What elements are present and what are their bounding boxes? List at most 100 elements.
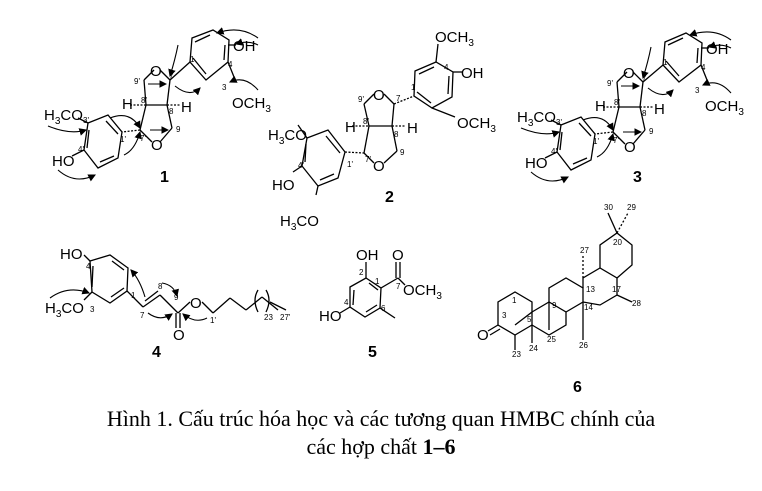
svg-text:4: 4 <box>701 63 706 72</box>
svg-text:1: 1 <box>411 83 416 92</box>
svg-text:8': 8' <box>141 96 147 105</box>
compound-3-h3co: H3CO <box>517 109 556 129</box>
compound-5-label: 5 <box>368 344 377 361</box>
compound-1-ring-oxygen-top: O <box>150 63 162 80</box>
svg-text:9': 9' <box>607 79 613 88</box>
svg-text:30: 30 <box>604 203 613 212</box>
compound-4-structure: HO H3CO O O 4 3 1 7 8 9 1' 23 27' 4 <box>45 246 291 361</box>
svg-text:1: 1 <box>131 291 136 300</box>
compound-5-oh: OH <box>356 247 379 264</box>
compound-3-och3: OCH3 <box>705 98 744 118</box>
svg-text:3: 3 <box>502 311 507 320</box>
svg-text:25: 25 <box>547 335 556 344</box>
compound-2-och3-top: OCH3 <box>435 29 474 49</box>
svg-text:5: 5 <box>527 315 532 324</box>
compound-4-label: 4 <box>152 344 161 361</box>
compound-1-oh: OH <box>233 38 256 55</box>
compound-6-structure: O 30 29 20 27 13 17 28 9 14 1 3 5 25 26 … <box>477 203 641 396</box>
svg-text:8: 8 <box>169 107 174 116</box>
svg-text:9: 9 <box>400 148 405 157</box>
svg-text:7: 7 <box>396 94 401 103</box>
svg-text:7: 7 <box>169 72 174 81</box>
compound-6-label: 6 <box>573 379 582 396</box>
svg-text:4': 4' <box>551 147 557 156</box>
compound-3-ring-oxygen-bottom: O <box>624 139 636 156</box>
svg-text:27: 27 <box>580 246 589 255</box>
svg-text:7': 7' <box>140 134 146 143</box>
compound-1-label: 1 <box>160 169 169 186</box>
svg-text:3': 3' <box>556 118 562 127</box>
caption-line-1: Hình 1. Cấu trúc hóa học và các tương qu… <box>106 406 656 431</box>
svg-text:13: 13 <box>586 285 595 294</box>
compound-1-och3: OCH3 <box>232 95 271 115</box>
svg-text:4': 4' <box>78 145 84 154</box>
compound-3-structure: O O H H OH OCH3 H3CO HO 3' 4' 1' 7' 8' 9… <box>517 29 744 186</box>
svg-text:6: 6 <box>381 304 386 313</box>
svg-text:26: 26 <box>579 341 588 350</box>
svg-text:4: 4 <box>344 298 349 307</box>
compound-4-ho: HO <box>60 246 83 263</box>
figure-caption: Hình 1. Cấu trúc hóa học và các tương qu… <box>0 405 762 461</box>
compound-3-ring-oxygen-top: O <box>623 65 635 82</box>
compound-2-ho: HO <box>272 177 295 194</box>
svg-text:1': 1' <box>210 316 216 325</box>
compound-4-carbonyl-oxygen: O <box>173 327 185 344</box>
svg-text:1: 1 <box>190 55 195 64</box>
compound-5-carbonyl-oxygen: O <box>392 247 404 264</box>
svg-text:27': 27' <box>280 313 291 322</box>
svg-text:1: 1 <box>512 296 517 305</box>
svg-text:8: 8 <box>394 130 399 139</box>
svg-text:3: 3 <box>695 86 700 95</box>
compound-3-label: 3 <box>633 169 642 186</box>
compound-3-ho: HO <box>525 155 548 172</box>
caption-compound-range: 1–6 <box>422 434 456 459</box>
svg-text:8': 8' <box>614 98 620 107</box>
svg-text:3': 3' <box>83 116 89 125</box>
svg-text:9: 9 <box>649 127 654 136</box>
compound-5-structure: OH O OCH3 HO 2 1 7 6 4 5 <box>319 247 442 361</box>
compound-5-ho: HO <box>319 308 342 325</box>
svg-text:9: 9 <box>174 293 179 302</box>
compound-2-och3-bottom: OCH3 <box>457 115 496 135</box>
caption-line-2-prefix: các hợp chất <box>306 434 423 459</box>
svg-text:3: 3 <box>222 83 227 92</box>
svg-text:4: 4 <box>444 63 449 72</box>
svg-text:1': 1' <box>593 137 599 146</box>
svg-text:7: 7 <box>140 311 145 320</box>
svg-text:1: 1 <box>663 58 668 67</box>
svg-text:24: 24 <box>529 344 538 353</box>
compound-6-ketone-oxygen: O <box>477 327 489 344</box>
svg-text:2: 2 <box>359 268 364 277</box>
svg-text:8: 8 <box>158 282 163 291</box>
compound-1-ho: HO <box>52 153 75 170</box>
svg-text:23: 23 <box>264 313 273 322</box>
svg-text:9': 9' <box>134 77 140 86</box>
compound-2-ring-oxygen-bottom: O <box>373 158 385 175</box>
svg-text:20: 20 <box>613 238 622 247</box>
svg-text:28: 28 <box>632 299 641 308</box>
compound-2-ring-oxygen-top: O <box>373 87 385 104</box>
compound-2-h-right: H <box>407 120 418 137</box>
svg-text:7: 7 <box>396 282 401 291</box>
svg-text:3: 3 <box>90 305 95 314</box>
chemical-structures-figure: O O H H OH OCH3 H3CO HO 3' 4' 1' 7' 8' 9… <box>44 27 744 396</box>
compound-1-structure: O O H H OH OCH3 H3CO HO 3' 4' 1' 7' 8' 9… <box>44 27 271 186</box>
svg-text:8': 8' <box>363 117 369 126</box>
compound-2-oh: OH <box>461 65 484 82</box>
svg-text:7': 7' <box>613 136 619 145</box>
compound-2-h3co-bottom: H3CO <box>280 213 319 233</box>
svg-text:14: 14 <box>584 303 593 312</box>
compound-4-ester-oxygen: O <box>190 295 202 312</box>
svg-text:29: 29 <box>627 203 636 212</box>
compound-1-h3co: H3CO <box>44 107 83 127</box>
compound-4-h3co: H3CO <box>45 300 84 320</box>
svg-text:9: 9 <box>176 125 181 134</box>
compound-2-h-left: H <box>345 119 356 136</box>
svg-text:9': 9' <box>358 95 364 104</box>
compound-2-structure: O O H H OCH3 OH OCH3 H3CO HO H3CO 4 1 7 … <box>268 29 496 233</box>
svg-text:4: 4 <box>86 262 91 271</box>
svg-text:4: 4 <box>228 60 233 69</box>
compound-2-label: 2 <box>385 189 394 206</box>
svg-text:1': 1' <box>347 160 353 169</box>
compound-1-h-right: H <box>181 99 192 116</box>
